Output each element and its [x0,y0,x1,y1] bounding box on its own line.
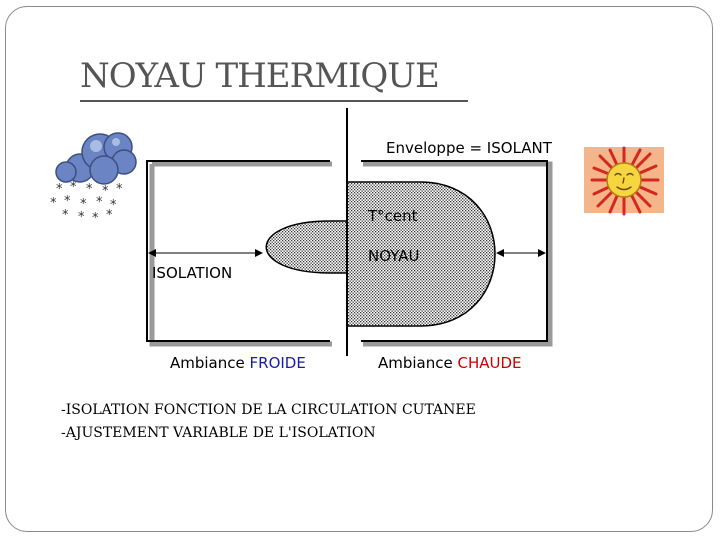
cold-side-bulge [265,220,348,274]
svg-text:*: * [50,196,57,211]
svg-text:*: * [86,182,93,197]
hot-compartment-border [361,160,548,342]
ambiance-hot-label: Ambiance CHAUDE [378,354,522,372]
cold-compartment-shadow [149,161,332,347]
svg-text:*: * [106,208,113,223]
thermal-core-shape [346,181,496,327]
svg-text:*: * [116,182,123,197]
ambiance-cold-word: FROIDE [249,354,306,372]
title-underline [80,100,468,102]
svg-text:*: * [70,180,77,195]
ambiance-cold-label: Ambiance FROIDE [170,354,306,372]
sun-icon [584,146,664,216]
svg-text:*: * [62,208,69,223]
footer-line-1: -ISOLATION FONCTION DE LA CIRCULATION CU… [61,402,476,418]
ambiance-cold-prefix: Ambiance [170,354,250,372]
slide-title: NOYAU THERMIQUE [80,56,440,96]
slide-frame [5,6,713,532]
cold-compartment-border [146,160,330,342]
svg-text:*: * [56,182,63,197]
hot-compartment-shadow [363,161,553,347]
svg-text:*: * [80,197,87,212]
ambiance-hot-prefix: Ambiance [378,354,458,372]
snow-cloud-icon: * * * * * * * * * * * * * * [50,132,137,226]
svg-text:*: * [110,198,117,213]
svg-text:*: * [78,210,85,225]
isolation-label: ISOLATION [152,264,233,282]
ambiance-hot-word: CHAUDE [457,354,522,372]
svg-text:*: * [102,184,109,199]
svg-text:*: * [92,211,99,226]
svg-text:*: * [64,194,71,209]
temperature-label: T°cent [368,207,418,225]
core-label: NOYAU [368,247,420,265]
svg-text:*: * [96,195,103,210]
footer-line-2: -AJUSTEMENT VARIABLE DE L'ISOLATION [61,425,376,441]
envelope-label: Enveloppe = ISOLANT [386,139,552,157]
